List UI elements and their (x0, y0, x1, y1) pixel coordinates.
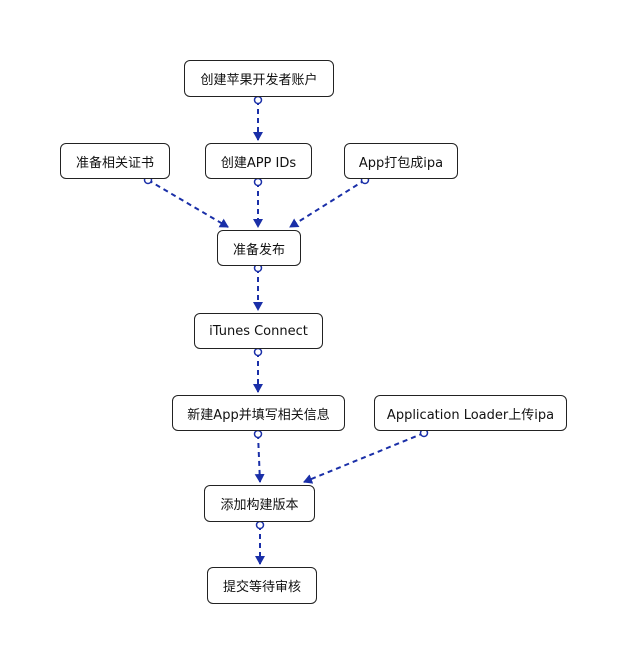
edge-new_app-to-add_build (254, 433, 265, 483)
node-create-developer-account: 创建苹果开发者账户 (184, 60, 334, 97)
edge-start-dot-itunes_connect (253, 347, 263, 357)
edge-prepare_certs-to-prepare_release (147, 179, 229, 228)
node-prepare-certificates: 准备相关证书 (60, 143, 170, 179)
edge-package_ipa-to-prepare_release (289, 179, 366, 228)
edge-start-dot-create_account (253, 95, 263, 105)
node-add-build-version: 添加构建版本 (204, 485, 315, 522)
edge-start-dot-create_appids (253, 177, 263, 187)
edge-app_loader-to-add_build (303, 432, 425, 484)
node-new-app-fill-info: 新建App并填写相关信息 (172, 395, 345, 431)
node-prepare-release: 准备发布 (217, 230, 301, 266)
node-create-app-ids: 创建APP IDs (205, 143, 312, 179)
node-submit-for-review: 提交等待审核 (207, 567, 317, 604)
node-application-loader-upload: Application Loader上传ipa (374, 395, 567, 431)
node-itunes-connect: iTunes Connect (194, 313, 323, 349)
edge-start-dot-add_build (255, 520, 265, 530)
node-package-ipa: App打包成ipa (344, 143, 458, 179)
edge-start-dot-new_app (253, 429, 263, 439)
